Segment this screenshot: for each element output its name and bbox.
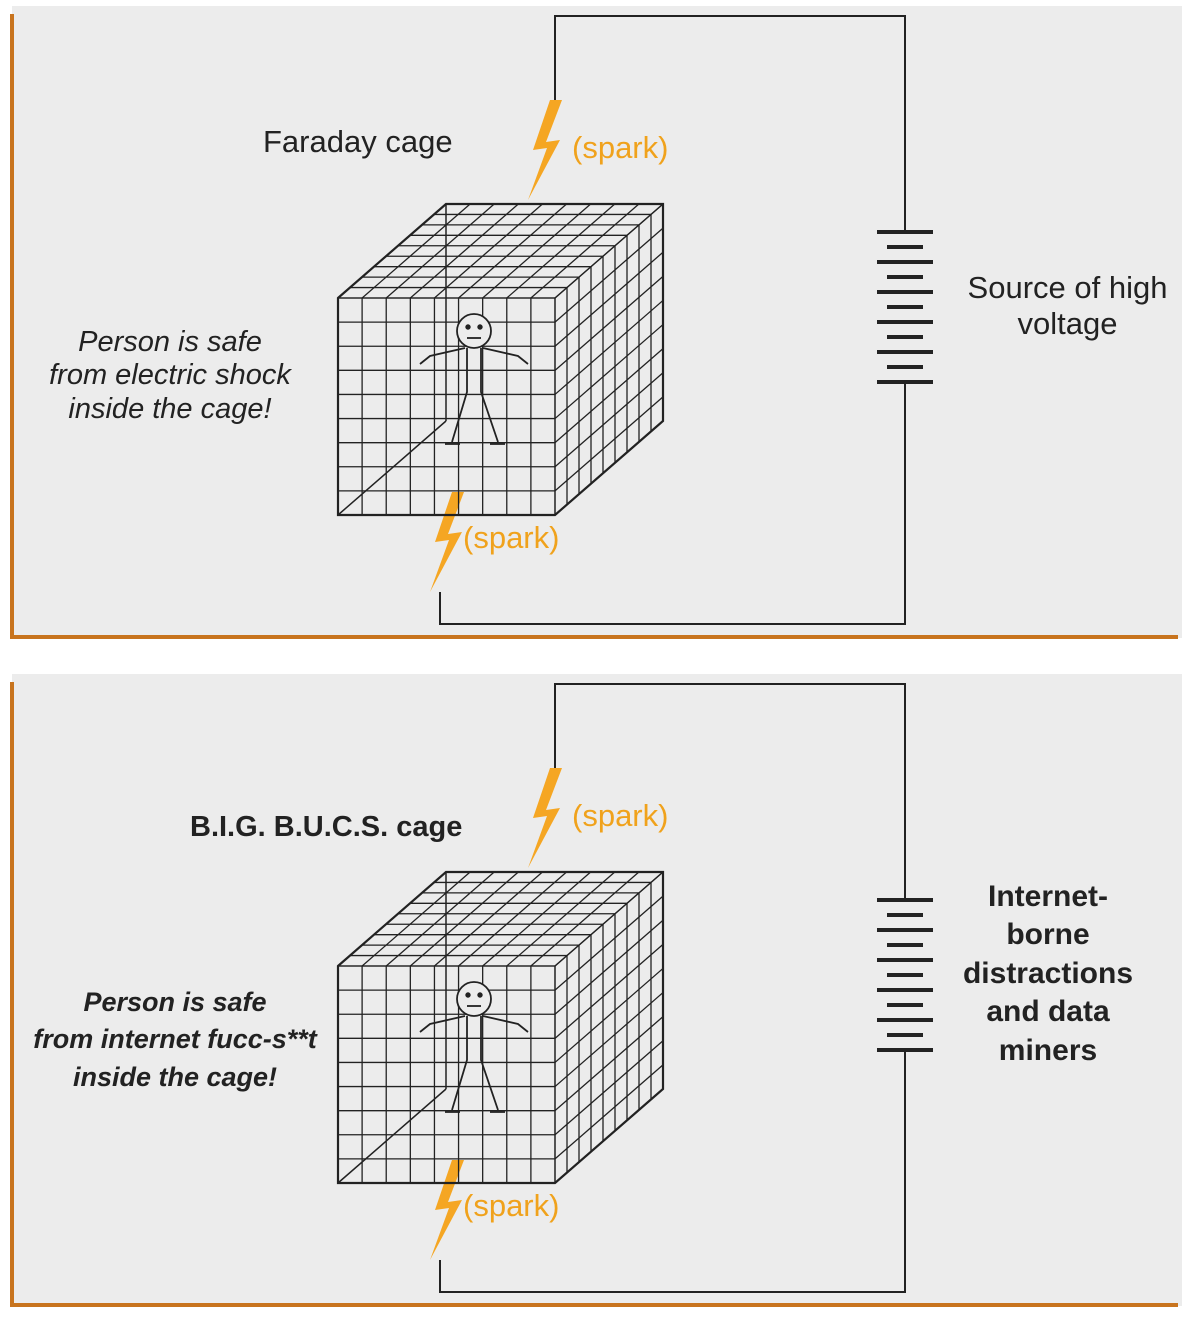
cage-grid-line xyxy=(554,1016,664,1112)
cage-grid-line xyxy=(554,1064,664,1160)
spark-top-label: (spark) xyxy=(572,130,669,165)
cage-grid-line xyxy=(554,372,664,468)
bigbucs-diagram xyxy=(10,674,1182,1307)
cage-grid-line xyxy=(554,227,664,323)
cage-grid-line xyxy=(554,251,664,347)
cage-grid-line xyxy=(482,871,592,967)
person-note: Person is safe from electric shock insid… xyxy=(20,326,320,426)
source-label-line: Internet- xyxy=(988,880,1108,913)
spark-bolt-icon xyxy=(528,100,562,200)
cage-grid-line xyxy=(458,203,567,299)
panel-background xyxy=(12,6,1182,638)
cage-grid-line xyxy=(361,871,471,967)
cage-grid-line xyxy=(554,1040,664,1136)
source-label-line: borne xyxy=(1006,918,1090,952)
cage-grid-line xyxy=(554,943,664,1039)
cage-grid-line xyxy=(554,871,664,967)
spark-bottom-label: (spark) xyxy=(463,520,560,555)
person-icon xyxy=(419,313,529,445)
spark-bolt-icon xyxy=(430,1160,464,1260)
person-note-line: from electric shock xyxy=(49,359,291,392)
panel-background xyxy=(12,674,1182,1306)
wire-bottom xyxy=(439,382,906,625)
cage-grid-line xyxy=(458,871,567,967)
wire-top xyxy=(554,683,906,900)
person-note: Person is safe from internet fucc-s**t i… xyxy=(15,984,335,1096)
person-note-line: Person is safe xyxy=(83,987,267,1017)
source-label-line: and data xyxy=(986,995,1110,1029)
cage-grid-line xyxy=(409,871,519,967)
faraday-panel: Faraday cage (spark) (spark) Person is s… xyxy=(0,0,1190,660)
source-label-line: Source of high xyxy=(967,270,1168,305)
source-label-line: voltage xyxy=(1017,305,1118,341)
cage-back-edge xyxy=(337,420,447,516)
source-label-line: distractions xyxy=(962,956,1134,990)
cage-grid-line xyxy=(361,203,471,299)
cage-grid-line xyxy=(554,324,664,420)
bigbucs-panel: B.I.G. B.U.C.S. cage (spark) (spark) Per… xyxy=(0,668,1190,1328)
cage-grid-line xyxy=(530,871,640,967)
cage-grid-line xyxy=(554,299,664,395)
cage-grid-line xyxy=(482,203,592,299)
cage-grid-line xyxy=(554,275,664,371)
cage-grid-line xyxy=(554,203,664,299)
person-note-line: inside the cage! xyxy=(68,392,272,425)
cage-grid-line xyxy=(554,992,664,1088)
cage-grid-line xyxy=(554,348,664,444)
person-note-line: Person is safe xyxy=(78,326,262,358)
cage-grid-line xyxy=(409,203,519,299)
cage-back-edge xyxy=(337,1088,447,1184)
cage-label: Faraday cage xyxy=(263,124,453,159)
cage-outline xyxy=(336,202,665,517)
cage-grid-line xyxy=(530,203,640,299)
cage-grid-line xyxy=(554,967,664,1063)
source-label-line: miners xyxy=(998,1033,1098,1067)
spark-bolt-icon xyxy=(528,768,562,868)
spark-bottom-label: (spark) xyxy=(463,1188,560,1223)
cage-grid-line xyxy=(434,871,543,967)
wire-top xyxy=(554,15,906,232)
cage-grid-line xyxy=(385,871,495,967)
cage-label: B.I.G. B.U.C.S. cage xyxy=(190,811,463,843)
source-label: Source of high voltage xyxy=(955,270,1180,341)
spark-top-label: (spark) xyxy=(572,798,669,833)
spark-bolt-icon xyxy=(430,492,464,592)
cage-grid-line xyxy=(434,203,543,299)
cage-outline xyxy=(336,870,665,1185)
wire-bottom xyxy=(439,1050,906,1293)
source-label: Internet- borne distractions and data mi… xyxy=(950,878,1146,1070)
faraday-diagram xyxy=(10,6,1182,639)
person-icon xyxy=(419,981,529,1113)
person-note-line: from internet fucc-s**t xyxy=(33,1024,317,1055)
person-note-line: inside the cage! xyxy=(72,1061,278,1092)
cage-grid-line xyxy=(506,203,616,299)
cage-grid-line xyxy=(554,895,664,991)
cage-grid-line xyxy=(554,396,664,492)
cage-grid-line xyxy=(385,203,495,299)
cage-grid-line xyxy=(506,871,616,967)
cage-grid-line xyxy=(554,919,664,1015)
